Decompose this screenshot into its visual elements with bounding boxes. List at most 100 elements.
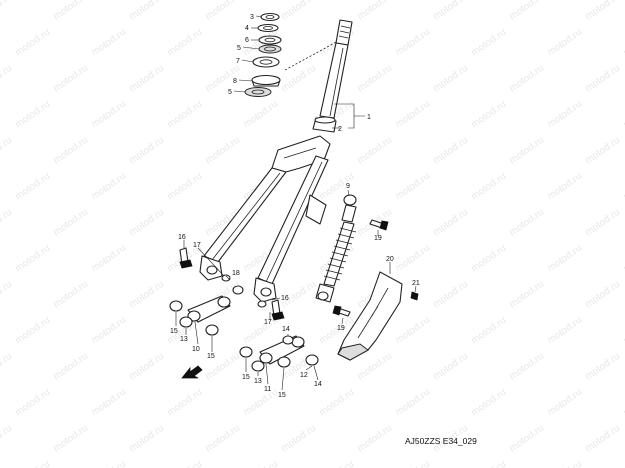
- callout-10: 10: [192, 346, 200, 353]
- watermark-text: motod.ru: [241, 387, 280, 419]
- watermark-text: motod.ru: [393, 459, 432, 468]
- watermark-text: motod.ru: [431, 279, 470, 311]
- watermark-text: motod.ru: [51, 63, 90, 95]
- watermark-text: motod.ru: [317, 459, 356, 468]
- watermark-text: motod.ru: [583, 423, 622, 455]
- watermark-text: motod.ru: [583, 351, 622, 383]
- watermark-text: motod.ru: [13, 171, 52, 203]
- watermark-text: motod.ru: [545, 27, 584, 59]
- watermark-text: motod.ru: [51, 351, 90, 383]
- watermark-text: motod.ru: [621, 315, 625, 347]
- watermark-text: motod.ru: [469, 99, 508, 131]
- callout-2: 2: [338, 126, 342, 133]
- watermark-text: motod.ru: [13, 27, 52, 59]
- watermark-text: motod.ru: [545, 99, 584, 131]
- watermark-text: motod.ru: [507, 135, 546, 167]
- watermark-text: motod.ru: [583, 135, 622, 167]
- watermark-text: motod.ru: [0, 135, 14, 167]
- watermark-text: motod.ru: [89, 315, 128, 347]
- watermark-text: motod.ru: [127, 135, 166, 167]
- watermark-text: motod.ru: [127, 279, 166, 311]
- watermark-text: motod.ru: [431, 0, 470, 22]
- callout-6: 6: [245, 37, 249, 44]
- watermark-text: motod.ru: [469, 387, 508, 419]
- watermark-text: motod.ru: [317, 387, 356, 419]
- watermark-text: motod.ru: [545, 171, 584, 203]
- watermark-text: motod.ru: [51, 279, 90, 311]
- watermark-text: motod.ru: [51, 135, 90, 167]
- watermark-text: motod.ru: [241, 99, 280, 131]
- watermark-text: motod.ru: [583, 279, 622, 311]
- watermark-text: motod.ru: [89, 171, 128, 203]
- callout-15-b: 15: [207, 353, 215, 360]
- callout-12: 12: [300, 372, 308, 379]
- watermark-text: motod.ru: [165, 171, 204, 203]
- callout-13-left: 13: [180, 336, 188, 343]
- callout-19-upper: 19: [374, 235, 382, 242]
- callout-17-right: 17: [264, 319, 272, 326]
- watermark-text: motod.ru: [469, 243, 508, 275]
- watermark-text: motod.ru: [127, 207, 166, 239]
- watermark-text: motod.ru: [393, 243, 432, 275]
- watermark-text: motod.ru: [0, 423, 14, 455]
- fender-bracket: [337, 271, 403, 361]
- watermark-text: motod.ru: [583, 0, 622, 22]
- watermark-text: motod.ru: [51, 207, 90, 239]
- watermark-text: motod.ru: [393, 315, 432, 347]
- watermark-text: motod.ru: [621, 27, 625, 59]
- watermark-text: motod.ru: [127, 0, 166, 22]
- callout-5-upper: 5: [237, 45, 241, 52]
- fork-assembly: [199, 19, 353, 303]
- watermark-text: motod.ru: [241, 459, 280, 468]
- watermark-text: motod.ru: [51, 0, 90, 22]
- callout-18: 18: [232, 270, 240, 277]
- callout-16-right: 16: [281, 295, 289, 302]
- steering-bearing-stack: [244, 12, 341, 97]
- callout-14-upper: 14: [282, 326, 290, 333]
- watermark-text: motod.ru: [431, 207, 470, 239]
- callout-15-d: 15: [278, 392, 286, 399]
- callout-1: 1: [367, 114, 371, 121]
- callout-5-lower: 5: [228, 89, 232, 96]
- callout-15-a: 15: [170, 328, 178, 335]
- callout-13-right: 13: [254, 378, 262, 385]
- watermark-text: motod.ru: [89, 99, 128, 131]
- callout-16-left: 16: [178, 234, 186, 241]
- watermark-text: motod.ru: [507, 351, 546, 383]
- watermark-text: motod.ru: [165, 459, 204, 468]
- watermark-text: motod.ru: [203, 135, 242, 167]
- watermark-text: motod.ru: [203, 423, 242, 455]
- watermark-text: motod.ru: [127, 351, 166, 383]
- watermark-text: motod.ru: [0, 63, 14, 95]
- watermark-text: motod.ru: [545, 243, 584, 275]
- watermark-text: motod.ru: [469, 459, 508, 468]
- watermark-text: motod.ru: [393, 27, 432, 59]
- watermark-text: motod.ru: [507, 279, 546, 311]
- watermark-text: motod.ru: [469, 171, 508, 203]
- callout-4: 4: [245, 25, 249, 32]
- watermark-text: motod.ru: [355, 351, 394, 383]
- watermark-text: motod.ru: [621, 99, 625, 131]
- callout-11: 11: [264, 386, 271, 393]
- callout-20: 20: [386, 256, 394, 263]
- callout-9: 9: [346, 183, 350, 190]
- watermark-text: motod.ru: [0, 351, 14, 383]
- watermark-text: motod.ru: [583, 63, 622, 95]
- watermark-text: motod.ru: [13, 243, 52, 275]
- callout-8: 8: [233, 78, 237, 85]
- watermark-text: motod.ru: [0, 279, 14, 311]
- callout-21: 21: [412, 280, 420, 287]
- watermark-text: motod.ru: [545, 387, 584, 419]
- watermark-text: motod.ru: [469, 27, 508, 59]
- watermark-text: motod.ru: [355, 135, 394, 167]
- watermark-text: motod.ru: [545, 459, 584, 468]
- callout-labels: 3 4 6 5 7 8 5 1 2 9 19 20 21 19 16 17 18…: [170, 14, 420, 399]
- watermark-text: motod.ru: [431, 351, 470, 383]
- callout-15-c: 15: [242, 374, 250, 381]
- watermark-text: motod.ru: [165, 387, 204, 419]
- watermark-text: motod.ru: [51, 423, 90, 455]
- callout-19-lower: 19: [337, 325, 345, 332]
- watermark-text: motod.ru: [621, 459, 625, 468]
